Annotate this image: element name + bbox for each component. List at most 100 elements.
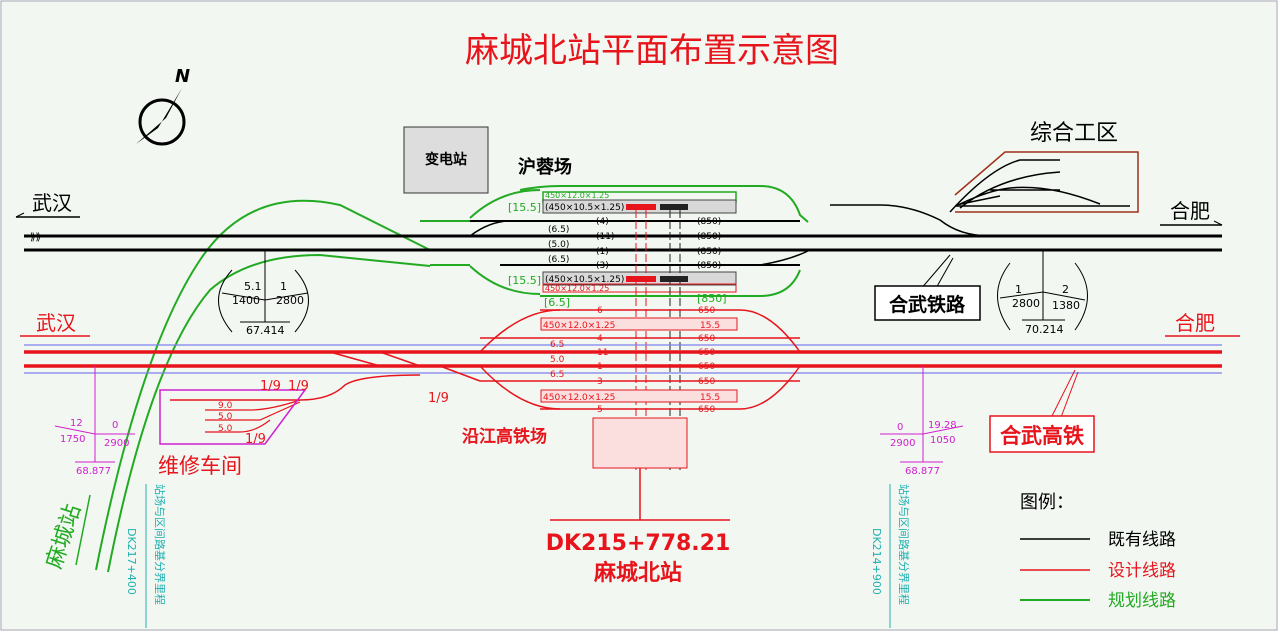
design-lines bbox=[24, 309, 1222, 433]
svg-text:N: N bbox=[175, 66, 190, 87]
svg-text:1: 1 bbox=[1015, 283, 1022, 296]
direction-hefei-hsr: 合肥 bbox=[1175, 311, 1215, 335]
svg-text:(450×10.5×1.25): (450×10.5×1.25) bbox=[545, 203, 624, 213]
grade-table-left: 12 1750 0 2900 68.877 bbox=[54, 366, 135, 477]
legend: 图例： 既有线路 设计线路 规划线路 bbox=[1020, 492, 1176, 611]
svg-text:9.0: 9.0 bbox=[218, 401, 233, 411]
svg-text:11: 11 bbox=[597, 348, 608, 358]
legend-planned: 规划线路 bbox=[1108, 591, 1176, 611]
svg-text:450×12.0×1.25: 450×12.0×1.25 bbox=[543, 393, 615, 403]
svg-text:[6.5]: [6.5] bbox=[544, 296, 570, 309]
station-name: 麻城北站 bbox=[593, 560, 682, 586]
svg-text:650: 650 bbox=[698, 348, 715, 358]
svg-text:1750: 1750 bbox=[60, 434, 85, 445]
svg-text:450×12.0×1.25: 450×12.0×1.25 bbox=[545, 284, 609, 293]
svg-text:(11): (11) bbox=[596, 232, 614, 242]
svg-text:450×12.0×1.25: 450×12.0×1.25 bbox=[545, 191, 609, 200]
direction-wuhan-hsr: 武汉 bbox=[36, 311, 76, 335]
svg-text:15.5: 15.5 bbox=[700, 393, 720, 403]
direction-wuhan: 武汉 bbox=[32, 191, 72, 215]
svg-text:67.414: 67.414 bbox=[246, 324, 285, 337]
center-mileage: DK215+778.21 bbox=[546, 531, 731, 556]
hewu-railway-label: 合武铁路 bbox=[889, 293, 966, 316]
svg-text:650: 650 bbox=[698, 334, 715, 344]
yanjiang-platform-top bbox=[540, 317, 738, 331]
svg-text:(850): (850) bbox=[697, 232, 721, 242]
svg-text:450×12.0×1.25: 450×12.0×1.25 bbox=[543, 321, 615, 331]
svg-text:1: 1 bbox=[597, 362, 603, 372]
svg-text:1050: 1050 bbox=[930, 435, 955, 446]
existing-lines: ⟫⟫ bbox=[24, 159, 1222, 266]
svg-text:1/9: 1/9 bbox=[245, 432, 266, 447]
svg-text:3: 3 bbox=[597, 377, 603, 387]
svg-text:2900: 2900 bbox=[890, 438, 915, 449]
yanjiang-yard-label: 沿江高铁场 bbox=[462, 426, 547, 447]
svg-text:1400: 1400 bbox=[232, 294, 260, 307]
hurong-yard-label: 沪蓉场 bbox=[518, 156, 572, 178]
svg-text:2800: 2800 bbox=[276, 294, 304, 307]
svg-text:5.1: 5.1 bbox=[244, 280, 262, 293]
svg-text:(6.5): (6.5) bbox=[548, 255, 569, 265]
svg-text:650: 650 bbox=[698, 377, 715, 387]
svg-text:[15.5]: [15.5] bbox=[508, 201, 541, 214]
svg-text:⟫⟫: ⟫⟫ bbox=[30, 232, 41, 243]
svg-text:1/9: 1/9 bbox=[428, 391, 449, 406]
svg-text:19.28: 19.28 bbox=[928, 420, 957, 431]
hewu-railway-box bbox=[874, 285, 981, 321]
svg-text:(450×10.5×1.25): (450×10.5×1.25) bbox=[545, 275, 624, 285]
svg-text:(1): (1) bbox=[596, 247, 609, 257]
maintenance-label: 维修车间 bbox=[158, 454, 242, 478]
depot-boundary bbox=[954, 151, 1139, 213]
hewu-hsr-label: 合武高铁 bbox=[1000, 424, 1084, 448]
svg-text:68.877: 68.877 bbox=[905, 466, 940, 477]
boundary-right-label: 站场与区间路基分界里程 bbox=[897, 484, 911, 605]
depot-label: 综合工区 bbox=[1030, 121, 1118, 146]
svg-text:(4): (4) bbox=[596, 217, 609, 227]
svg-text:5: 5 bbox=[597, 405, 603, 415]
svg-text:68.877: 68.877 bbox=[76, 466, 111, 477]
hewu-hsr-box bbox=[989, 415, 1095, 453]
station-building bbox=[592, 417, 688, 469]
svg-text:0: 0 bbox=[112, 420, 118, 431]
svg-text:650: 650 bbox=[698, 362, 715, 372]
planned-lines bbox=[95, 185, 809, 573]
yanjiang-labels: 450×12.0×1.25 15.5 450×12.0×1.25 15.5 6 650… bbox=[543, 306, 720, 415]
svg-text:12: 12 bbox=[70, 418, 83, 429]
yanjiang-platform-bottom bbox=[540, 389, 738, 403]
svg-text:1/9: 1/9 bbox=[288, 379, 309, 394]
svg-text:6: 6 bbox=[597, 306, 603, 316]
svg-text:650: 650 bbox=[698, 405, 715, 415]
direction-hefei: 合肥 bbox=[1170, 199, 1210, 223]
boundary-left-label: 站场与区间路基分界里程 bbox=[153, 484, 167, 605]
north-compass-icon: N bbox=[136, 66, 190, 146]
svg-text:(850): (850) bbox=[697, 247, 721, 257]
svg-text:1380: 1380 bbox=[1052, 299, 1080, 312]
boundary-right-mileage: DK214+900 bbox=[870, 528, 883, 595]
svg-text:图例：: 图例： bbox=[1020, 492, 1074, 513]
svg-text:2800: 2800 bbox=[1012, 297, 1040, 310]
legend-existing: 既有线路 bbox=[1108, 530, 1176, 550]
svg-text:4: 4 bbox=[597, 334, 603, 344]
hurong-track-labels: (4)(850) (11)(850) (1)(850) (3)(850) (6.… bbox=[548, 217, 721, 271]
svg-text:15.5: 15.5 bbox=[700, 321, 720, 331]
svg-text:2: 2 bbox=[1062, 283, 1069, 296]
svg-text:5.0: 5.0 bbox=[550, 355, 565, 365]
svg-text:(5.0): (5.0) bbox=[548, 240, 569, 250]
legend-design: 设计线路 bbox=[1108, 561, 1176, 581]
svg-text:[15.5]: [15.5] bbox=[508, 274, 541, 287]
svg-text:5.0: 5.0 bbox=[218, 424, 233, 434]
svg-text:70.214: 70.214 bbox=[1025, 323, 1064, 336]
svg-text:6.5: 6.5 bbox=[550, 340, 564, 350]
svg-text:5.0: 5.0 bbox=[218, 412, 233, 422]
svg-text:2900: 2900 bbox=[104, 438, 129, 449]
svg-text:(850): (850) bbox=[697, 217, 721, 227]
svg-text:6.5: 6.5 bbox=[550, 370, 564, 380]
page-title: 麻城北站平面布置示意图 bbox=[465, 31, 839, 71]
boundary-left-mileage: DK217+400 bbox=[125, 528, 138, 595]
substation-box bbox=[403, 126, 489, 194]
